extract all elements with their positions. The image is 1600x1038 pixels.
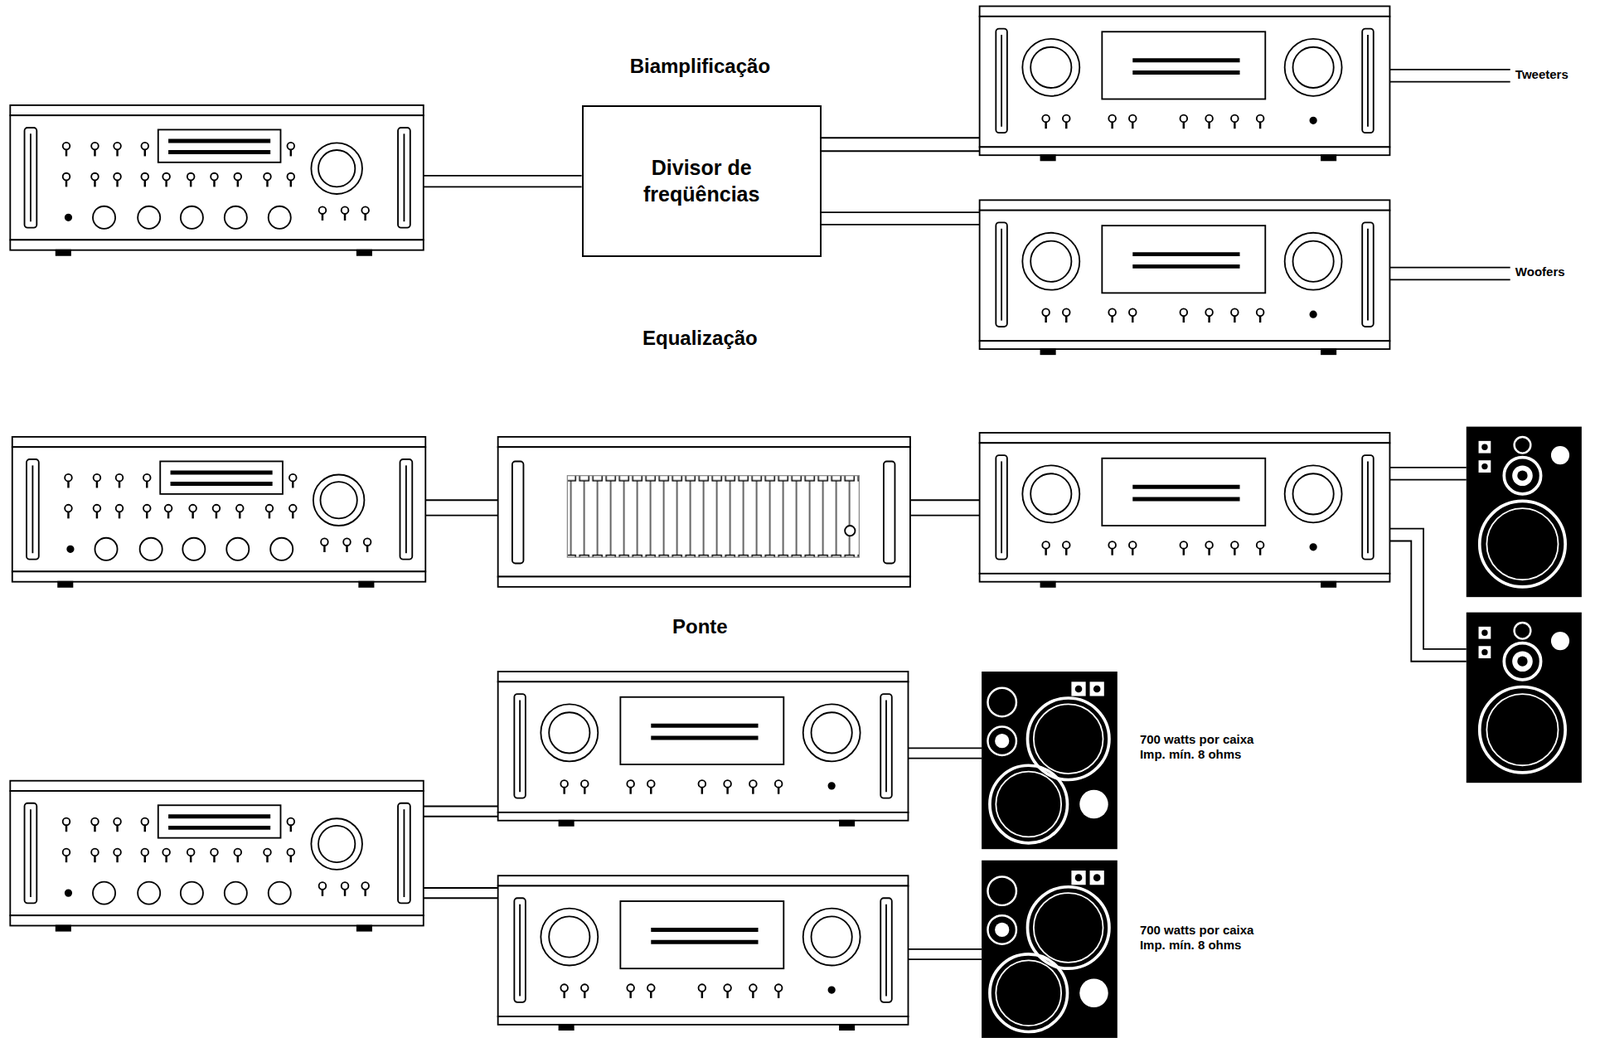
annotation: 700 watts por caixa Imp. mín. 8 ohms	[1139, 732, 1265, 764]
wire	[1389, 69, 1510, 83]
loudspeaker	[1466, 426, 1582, 598]
loudspeaker	[981, 671, 1118, 849]
wire	[821, 137, 980, 151]
loudspeaker	[981, 860, 1118, 1038]
preamplifier	[9, 780, 424, 931]
graphic-equalizer	[498, 436, 911, 587]
wire	[1389, 528, 1466, 662]
wire	[1389, 467, 1466, 480]
power-amplifier	[979, 199, 1391, 354]
wire	[423, 805, 499, 816]
annotation: Tweeters	[1515, 67, 1569, 82]
wire	[907, 949, 982, 960]
loudspeaker	[1466, 612, 1582, 784]
wire	[821, 212, 980, 225]
annotation: Woofers	[1515, 264, 1566, 279]
wire	[1389, 267, 1510, 281]
box-label: Divisor de freqüências	[643, 154, 760, 209]
preamplifier	[12, 436, 427, 587]
power-amplifier	[498, 875, 909, 1030]
wires	[423, 69, 1511, 960]
wire	[423, 175, 582, 188]
wire	[907, 747, 982, 758]
power-amplifier	[979, 432, 1391, 587]
section-heading: Ponte	[672, 615, 728, 639]
section-heading: Biamplificação	[630, 54, 771, 78]
power-amplifier	[498, 671, 909, 826]
frequency-divider-box: Divisor de freqüências	[581, 105, 822, 257]
section-heading: Equalização	[642, 326, 758, 350]
wire	[423, 499, 499, 515]
wire	[910, 499, 980, 515]
annotation: 700 watts por caixa Imp. mín. 8 ohms	[1139, 922, 1265, 955]
power-amplifier	[979, 5, 1391, 160]
wire	[423, 887, 499, 898]
preamplifier	[9, 105, 424, 256]
